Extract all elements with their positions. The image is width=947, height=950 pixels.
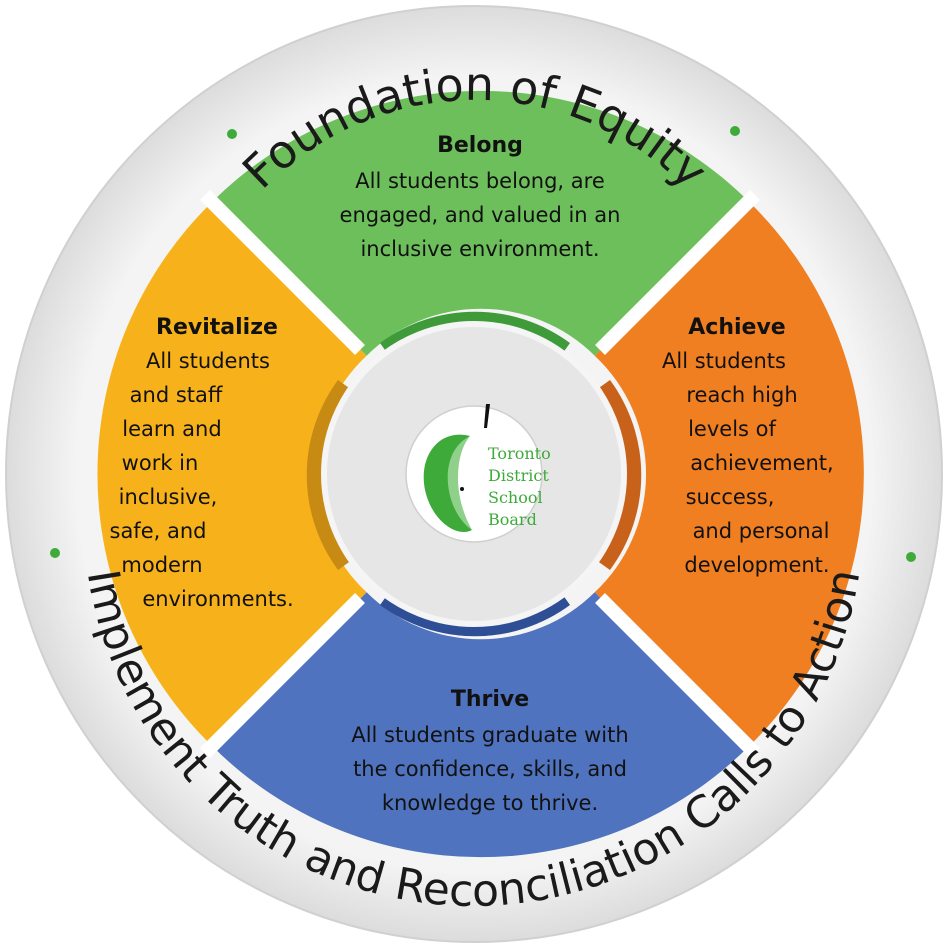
thrive-line-1: All students graduate with — [351, 723, 628, 747]
belong-line-1: All students belong, are — [355, 169, 605, 193]
achieve-segment — [594, 201, 864, 747]
ring-dot-left — [50, 548, 60, 558]
apple-logo-icon — [423, 404, 490, 533]
revitalize-title: Revitalize — [156, 315, 278, 340]
belong-segment — [212, 90, 749, 356]
belong-line-3: inclusive environment. — [360, 237, 599, 261]
achieve-title: Achieve — [688, 315, 785, 340]
thrive-line-2: the confidence, skills, and — [353, 757, 627, 781]
achieve-line-6: and personal — [693, 519, 830, 543]
achieve-line-4: achievement, — [690, 451, 833, 475]
belong-inner-band — [380, 311, 570, 357]
logo-line-1: Toronto — [488, 444, 551, 463]
belong-line-2: engaged, and valued in an — [340, 203, 621, 227]
logo-text: Toronto District School Board — [488, 444, 551, 529]
ring-dot-top-left — [227, 129, 237, 139]
achieve-line-5: success, — [686, 485, 775, 509]
belong-title: Belong — [437, 133, 523, 158]
achieve-line-3: levels of — [688, 417, 776, 441]
thrive-title: Thrive — [451, 687, 529, 712]
belong-text: Belong All students belong, are engaged,… — [340, 133, 621, 261]
revitalize-segment — [97, 201, 367, 747]
revitalize-inner-band — [306, 380, 352, 570]
thrive-line-3: knowledge to thrive. — [382, 791, 598, 815]
revitalize-text: Revitalize All students and staff learn … — [110, 315, 294, 611]
logo-line-4: Board — [488, 510, 537, 529]
thrive-text: Thrive All students graduate with the co… — [351, 687, 628, 815]
revitalize-line-7: modern — [121, 553, 202, 577]
revitalize-line-1: All students — [146, 349, 270, 373]
thrive-inner-band — [380, 591, 570, 637]
revitalize-line-8: environments. — [142, 587, 293, 611]
revitalize-line-2: and staff — [130, 383, 223, 407]
thrive-segment — [212, 592, 749, 858]
revitalize-line-4: work in — [122, 451, 199, 475]
achieve-inner-band — [596, 380, 642, 570]
revitalize-line-3: learn and — [122, 417, 221, 441]
achieve-line-1: All students — [662, 349, 786, 373]
achieve-line-7: development. — [684, 553, 829, 577]
achieve-text: Achieve All students reach high levels o… — [662, 315, 834, 577]
segment-dividers — [200, 190, 760, 758]
ring-dot-right — [906, 552, 916, 562]
ring-dot-top-right — [730, 126, 740, 136]
revitalize-line-5: inclusive, — [119, 485, 218, 509]
logo-line-2: District — [488, 466, 549, 485]
revitalize-line-6: safe, and — [110, 519, 207, 543]
achieve-line-2: reach high — [686, 383, 797, 407]
logo-line-3: School — [488, 488, 543, 507]
